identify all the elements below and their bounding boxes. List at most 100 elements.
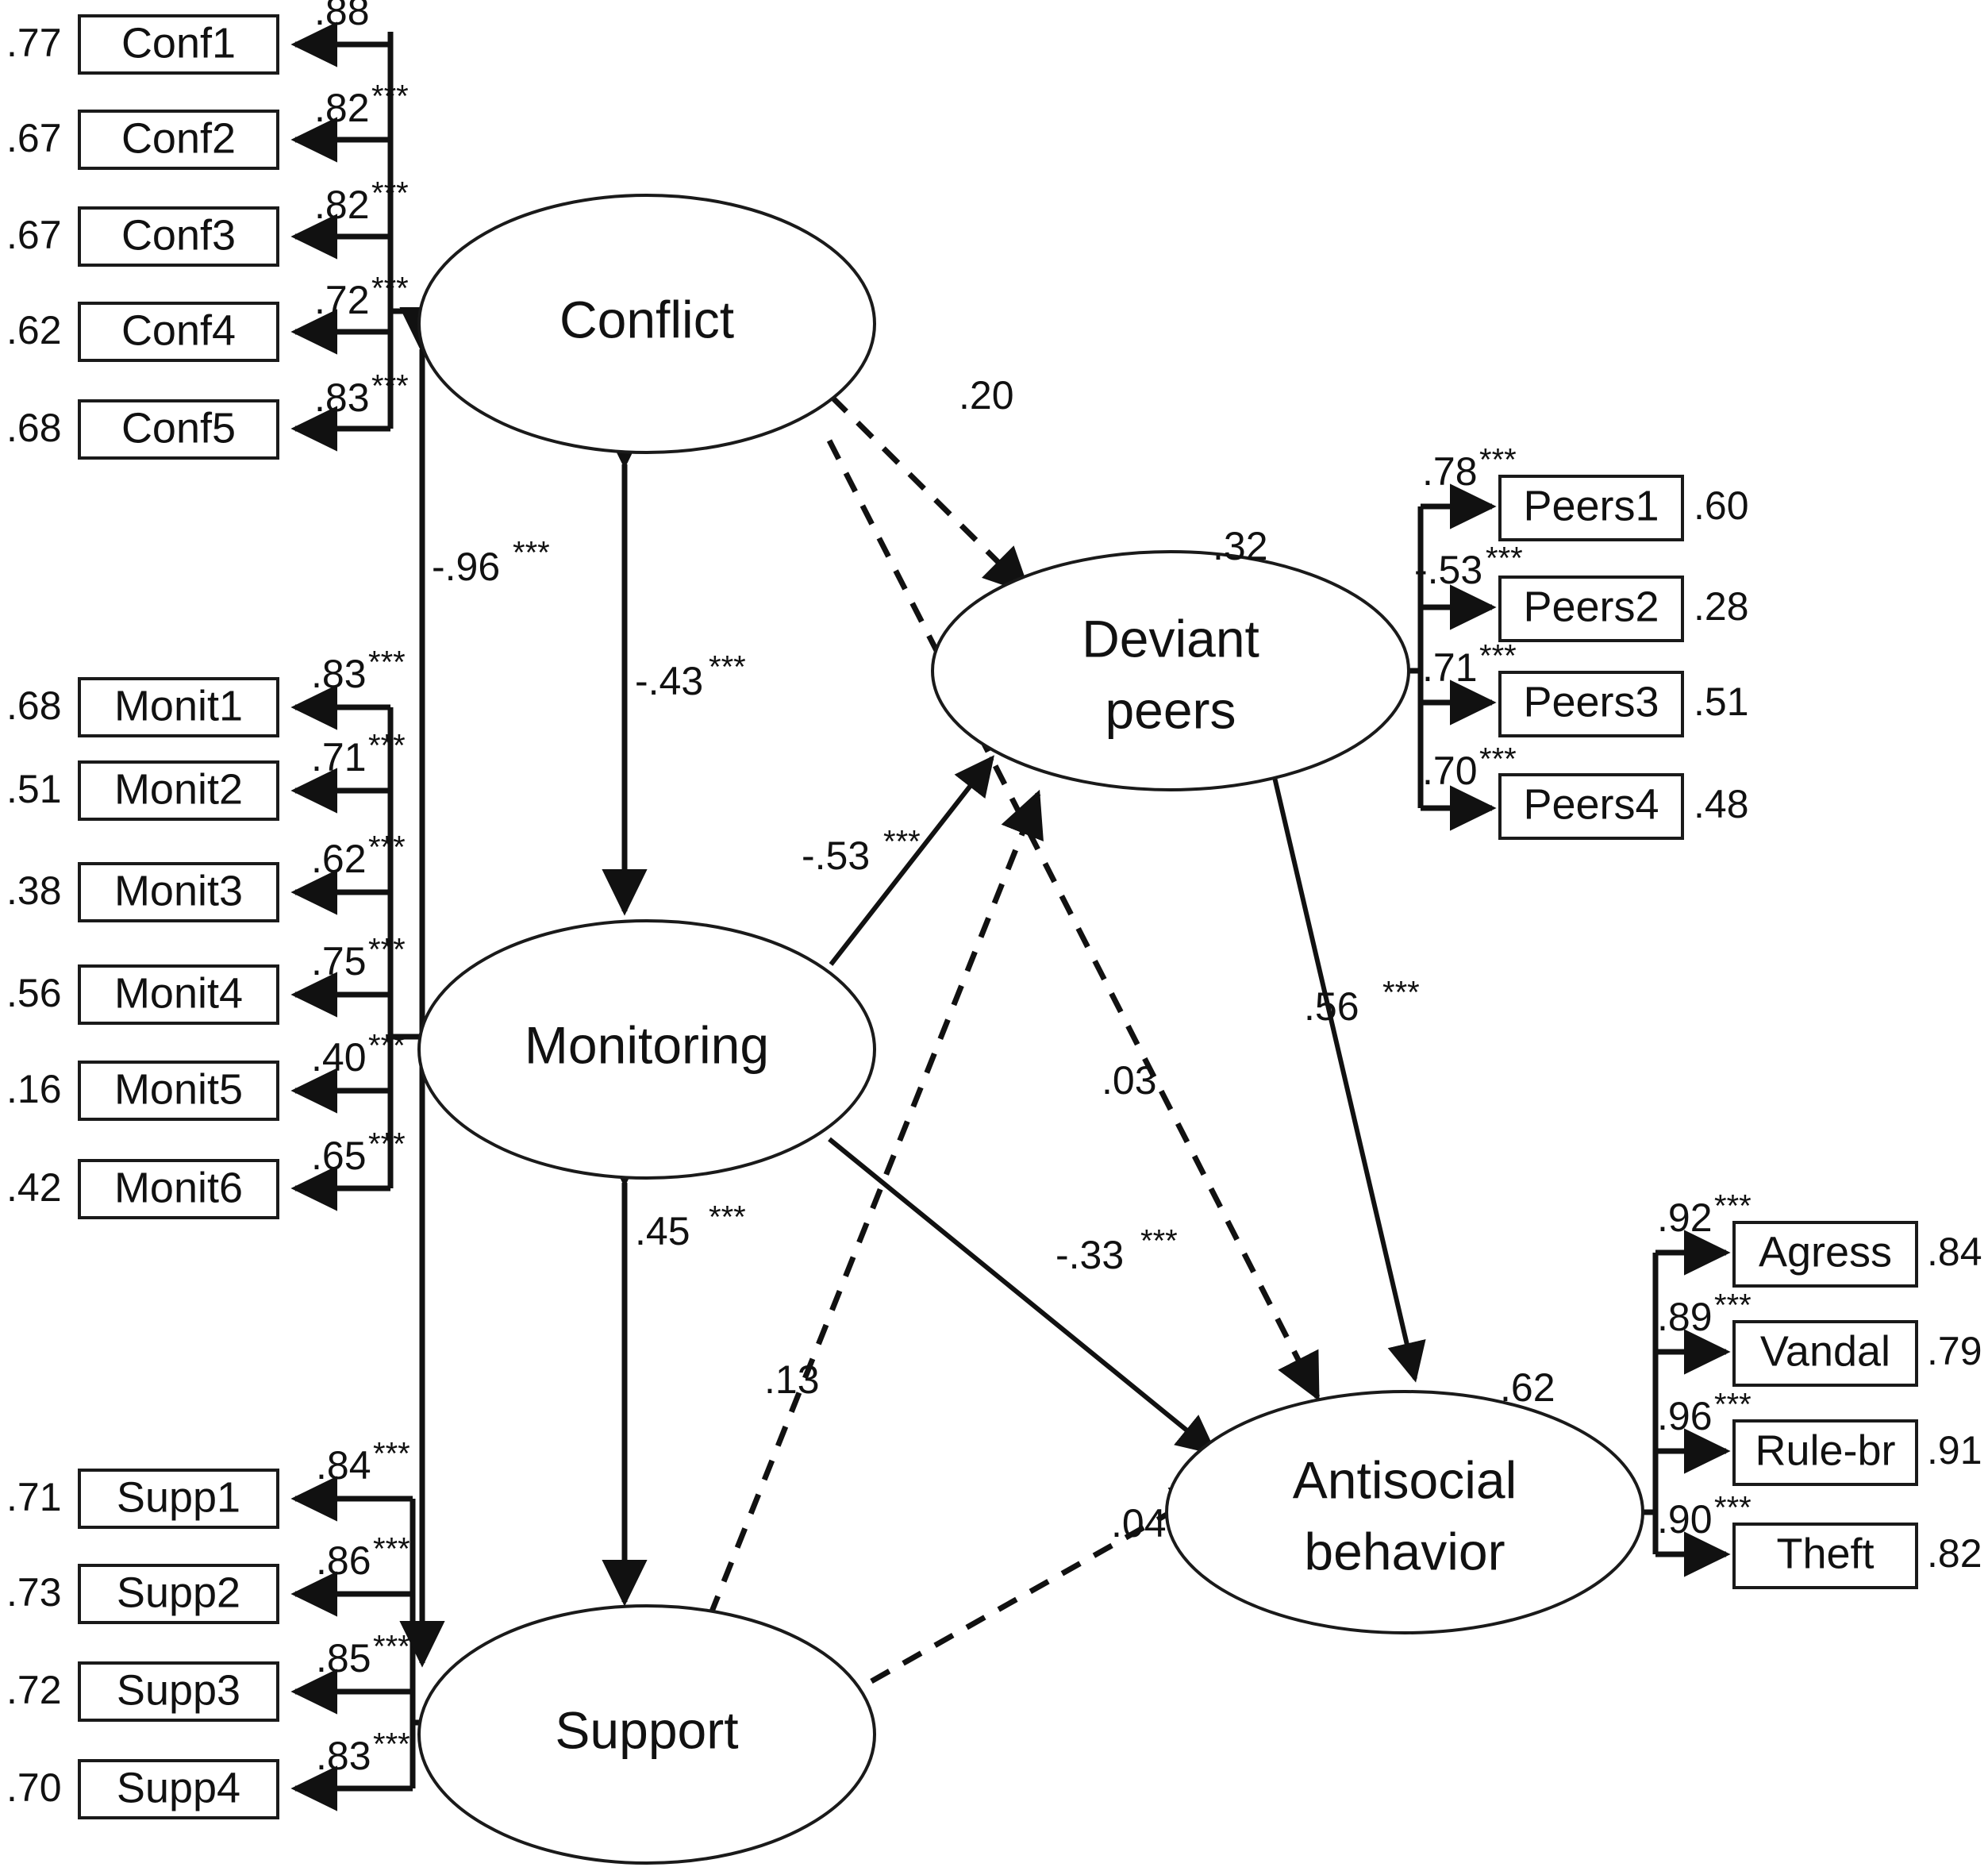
- indicator-box[interactable]: [78, 206, 279, 267]
- indicator-label: Supp2: [117, 1569, 240, 1616]
- structural-paths: .20 .03 -.53 *** -.33 *** .13 .04 .56 **…: [707, 373, 1426, 1684]
- indicator-box[interactable]: [1498, 671, 1684, 737]
- residual-label: .73: [6, 1570, 62, 1615]
- loading-value: .90: [1657, 1497, 1713, 1542]
- path-support-to-deviant-peers: [707, 789, 1044, 1617]
- loading-value: .70: [1422, 749, 1478, 793]
- path-coefficient: .03: [1102, 1058, 1157, 1103]
- indicator-label: Monit2: [114, 765, 243, 813]
- latent-ellipse[interactable]: [1165, 1390, 1644, 1634]
- path-support-to-antisocial: [870, 1484, 1220, 1684]
- indicator-label: Peers4: [1523, 780, 1659, 828]
- latent-label-line1: Deviant: [1082, 609, 1259, 668]
- significance-stars: ***: [883, 825, 921, 860]
- indicator-label: Monit1: [114, 682, 243, 730]
- indicator-box[interactable]: [78, 1564, 279, 1624]
- indicator-box[interactable]: [1732, 1320, 1918, 1387]
- indicator-label: Monit3: [114, 867, 243, 914]
- indicator-label: Monit5: [114, 1065, 243, 1113]
- indicator-box[interactable]: [78, 1061, 279, 1121]
- latent-label: Support: [555, 1700, 738, 1759]
- significance-stars: ***: [368, 729, 406, 764]
- indicator-box[interactable]: [78, 760, 279, 821]
- residual-label: .84: [1927, 1230, 1982, 1274]
- loading-value: .85: [316, 1636, 371, 1680]
- indicator-label: Rule-br: [1755, 1426, 1895, 1474]
- significance-stars: ***: [1714, 1288, 1752, 1323]
- significance-stars: ***: [1479, 742, 1517, 777]
- residual-label: .68: [6, 683, 62, 728]
- indicator-label: Conf5: [121, 404, 236, 452]
- loading-value: .82: [314, 183, 370, 227]
- indicator-box[interactable]: [1732, 1523, 1918, 1589]
- indicator-box[interactable]: [78, 302, 279, 362]
- residual-label: .62: [6, 308, 62, 352]
- indicator-box[interactable]: [78, 1469, 279, 1529]
- indicator-label: Supp3: [117, 1666, 240, 1714]
- significance-stars: ***: [371, 176, 409, 211]
- loading-value: -.53: [1414, 548, 1482, 592]
- indicator-box[interactable]: [78, 1661, 279, 1722]
- significance-stars: ***: [1486, 541, 1523, 576]
- loading-value: .92: [1657, 1195, 1713, 1240]
- residual-label: .68: [6, 406, 62, 450]
- significance-stars: ***: [1140, 1224, 1178, 1259]
- indicator-box[interactable]: [78, 399, 279, 460]
- indicator-box[interactable]: [78, 110, 279, 170]
- correlation-value: -.96: [432, 545, 500, 589]
- indicator-box[interactable]: [78, 964, 279, 1025]
- residual-label: .51: [6, 767, 62, 811]
- significance-stars: ***: [368, 830, 406, 865]
- r-squared-label: .62: [1500, 1365, 1555, 1410]
- latent-label-line2: behavior: [1304, 1522, 1505, 1580]
- indicator-box[interactable]: [1498, 576, 1684, 642]
- residual-label: .56: [6, 971, 62, 1015]
- latent-antisocial-behavior[interactable]: Antisocial behavior .62: [1165, 1365, 1644, 1634]
- indicator-box[interactable]: [78, 1759, 279, 1819]
- loading-value: .86: [316, 1538, 371, 1583]
- latent-ellipse[interactable]: [417, 919, 876, 1180]
- path-deviant-peers-to-antisocial: [1271, 773, 1426, 1383]
- indicator-label: Peers3: [1523, 678, 1659, 726]
- indicator-label: Supp4: [117, 1764, 240, 1811]
- latent-ellipse[interactable]: [417, 194, 876, 454]
- significance-stars: ***: [1714, 1189, 1752, 1224]
- significance-stars: ***: [371, 0, 409, 17]
- loading-value: .88: [314, 0, 370, 33]
- indicator-box[interactable]: [78, 862, 279, 922]
- indicator-box[interactable]: [78, 1159, 279, 1219]
- path-coefficient: .13: [764, 1357, 820, 1402]
- residual-label: .51: [1694, 679, 1749, 724]
- path-conflict-to-deviant-peers: [829, 395, 1031, 595]
- latent-ellipse[interactable]: [931, 550, 1410, 791]
- indicator-box[interactable]: [78, 14, 279, 75]
- path-coefficient: .04: [1111, 1501, 1167, 1546]
- significance-stars: ***: [1479, 639, 1517, 674]
- loading-value: .62: [311, 837, 367, 881]
- indicator-label: Peers2: [1523, 583, 1659, 630]
- residual-label: .42: [6, 1165, 62, 1210]
- correlation-value: -.43: [635, 659, 703, 703]
- indicator-label: Monit4: [114, 969, 243, 1017]
- loading-value: .83: [311, 652, 367, 696]
- loading-value: .78: [1422, 449, 1478, 494]
- residual-label: .28: [1694, 584, 1749, 629]
- residual-label: .60: [1694, 483, 1749, 528]
- loading-value: .83: [316, 1734, 371, 1778]
- significance-stars: ***: [371, 79, 409, 114]
- latent-support[interactable]: Support: [417, 1604, 876, 1865]
- indicator-box[interactable]: [1732, 1221, 1918, 1288]
- indicator-box[interactable]: [1498, 773, 1684, 840]
- latent-ellipse[interactable]: [417, 1604, 876, 1865]
- latent-label: Conflict: [559, 290, 734, 348]
- indicator-label: Monit6: [114, 1164, 243, 1211]
- indicator-box[interactable]: [78, 677, 279, 737]
- latent-deviant-peers[interactable]: Deviant peers .32: [931, 524, 1410, 791]
- residual-label: .70: [6, 1765, 62, 1810]
- latent-conflict[interactable]: Conflict: [417, 194, 876, 454]
- indicator-box[interactable]: [1498, 475, 1684, 541]
- indicator-box[interactable]: [1732, 1419, 1918, 1486]
- significance-stars: ***: [373, 1437, 410, 1472]
- latent-monitoring[interactable]: Monitoring: [417, 919, 876, 1180]
